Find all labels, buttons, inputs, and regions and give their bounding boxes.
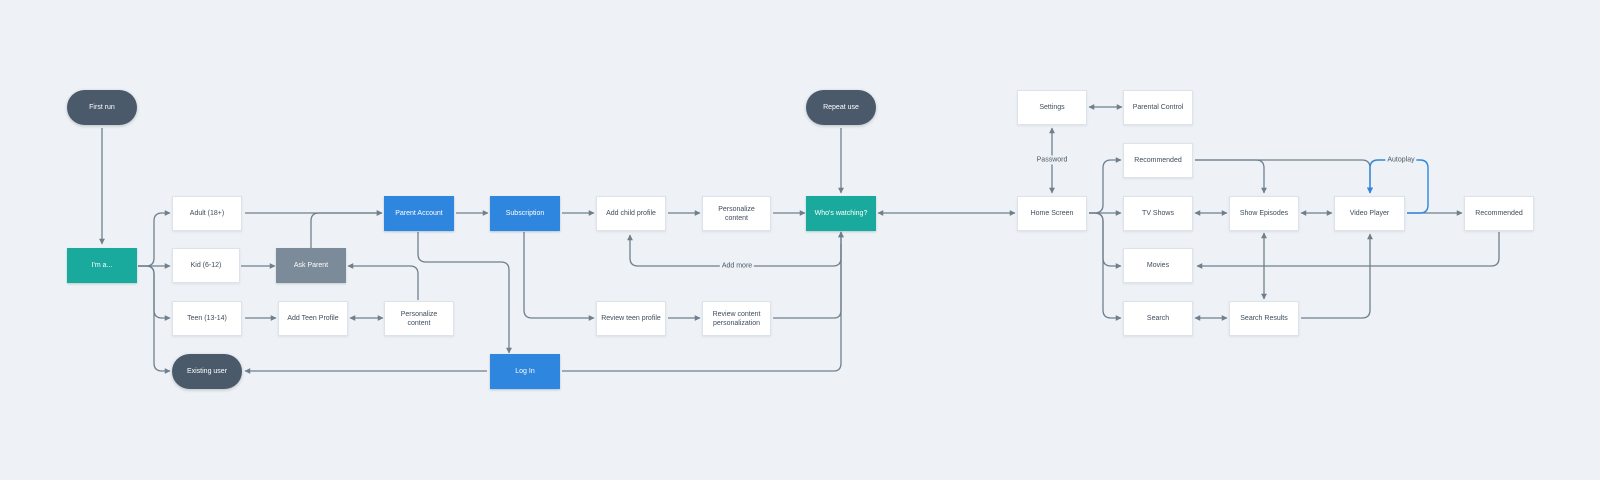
add-child-profile-node[interactable]: Add child profile: [596, 196, 666, 231]
repeat-use-node[interactable]: Repeat use: [806, 90, 876, 125]
edge-subscription-to-review-teen: [523, 232, 595, 321]
ask-parent-node[interactable]: Ask Parent: [276, 248, 346, 283]
edge-autoplay-loop: [1366, 159, 1429, 214]
subscription-node[interactable]: Subscription: [490, 196, 560, 231]
edge-label-autoplay: Autoplay: [1385, 155, 1417, 165]
personalize-content-node-2[interactable]: Personalize content: [702, 196, 771, 231]
existing-user-node[interactable]: Existing user: [172, 354, 242, 389]
kid-node[interactable]: Kid (6-12): [172, 248, 240, 283]
review-teen-profile-node[interactable]: Review teen profile: [596, 301, 666, 336]
search-node[interactable]: Search: [1123, 301, 1193, 336]
im-a-node[interactable]: I'm a...: [67, 248, 137, 283]
edge-label-add-more: Add more: [719, 261, 755, 271]
settings-node[interactable]: Settings: [1017, 90, 1087, 125]
edge-parent-account-to-log-in: [417, 232, 512, 354]
tv-shows-node[interactable]: TV Shows: [1123, 196, 1193, 231]
whos-watching-node[interactable]: Who's watching?: [806, 196, 876, 231]
recommended-node-2[interactable]: Recommended: [1464, 196, 1534, 231]
edge-search-results-to-video-player: [1301, 233, 1373, 319]
movies-node[interactable]: Movies: [1123, 248, 1193, 283]
edge-recommended-to-show-episodes: [1195, 159, 1267, 194]
video-player-node[interactable]: Video Player: [1334, 196, 1405, 231]
edge-home-to-movies: [1089, 212, 1122, 269]
recommended-node-1[interactable]: Recommended: [1123, 143, 1193, 178]
parent-account-node[interactable]: Parent Account: [384, 196, 454, 231]
edge-home-to-search: [1089, 212, 1122, 321]
edge-review-content-to-whos-watching: [773, 231, 844, 319]
edge-ask-parent-to-parent-account: [310, 210, 383, 248]
edge-personalize-to-ask-parent: [347, 263, 419, 300]
search-results-node[interactable]: Search Results: [1229, 301, 1299, 336]
parental-control-node[interactable]: Parental Control: [1123, 90, 1193, 125]
edge-recommended-to-video-player: [1195, 159, 1373, 194]
edge-label-password: Password: [1034, 155, 1070, 165]
edge-home-to-recommended: [1089, 157, 1122, 214]
review-content-personalization-node[interactable]: Review content personalization: [702, 301, 771, 336]
edge-log-in-to-whos-watching: [562, 231, 844, 372]
first-run-node[interactable]: First run: [67, 90, 137, 125]
add-teen-profile-node[interactable]: Add Teen Profile: [278, 301, 348, 336]
edge-im-a-to-existing-user: [138, 265, 171, 374]
edge-im-a-to-adult: [138, 210, 171, 267]
log-in-node[interactable]: Log In: [490, 354, 560, 389]
home-screen-node[interactable]: Home Screen: [1017, 196, 1087, 231]
teen-node[interactable]: Teen (13-14): [172, 301, 242, 336]
adult-node[interactable]: Adult (18+): [172, 196, 242, 231]
edge-recommended-to-movies: [1196, 232, 1500, 269]
personalize-content-node-1[interactable]: Personalize content: [384, 301, 454, 336]
show-episodes-node[interactable]: Show Episodes: [1229, 196, 1299, 231]
